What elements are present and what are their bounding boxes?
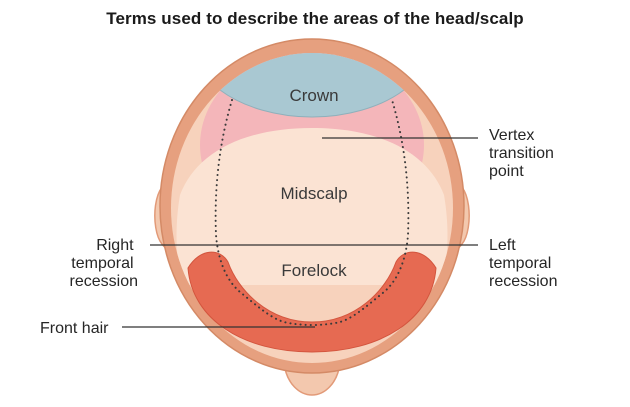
front-hair-label: Front hair [40,320,109,337]
midscalp-label: Midscalp [280,184,347,203]
forelock-label: Forelock [281,261,347,280]
left-temporal-recession-label: Left temporal recession [489,237,557,290]
vertex-transition-label: Vertex transition point [489,127,558,180]
diagram-title: Terms used to describe the areas of the … [106,9,524,28]
midscalp-region [176,128,448,285]
crown-label: Crown [289,86,338,105]
right-temporal-recession-label: Right temporal recession [70,237,138,290]
